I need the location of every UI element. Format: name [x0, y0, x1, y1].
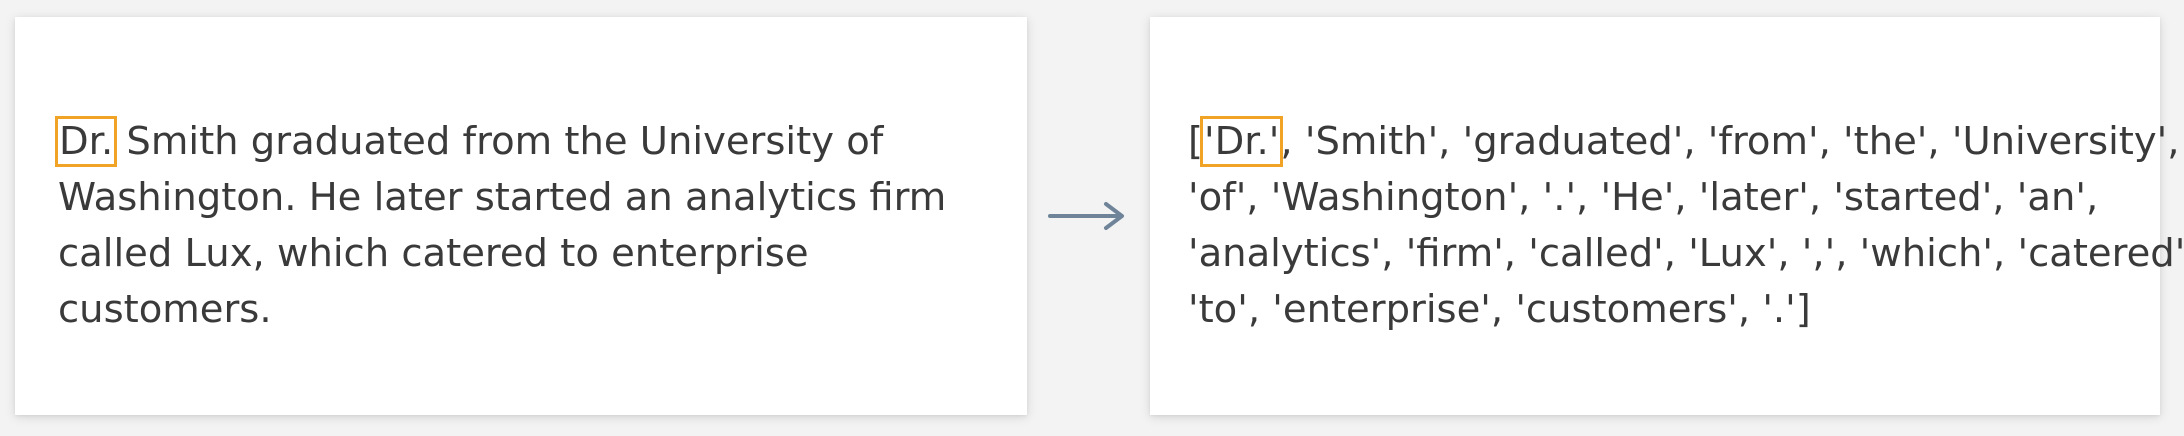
input-sentence-text: Dr. Smith graduated from the University … — [54, 114, 946, 338]
highlighted-token-dr-quoted: 'Dr.' — [1200, 116, 1284, 167]
output-line-3: 'analytics', 'firm', 'called', 'Lux', ',… — [1188, 226, 2184, 282]
input-line-3-text: called Lux, which catered to enterprise — [58, 231, 809, 276]
input-line-1: Dr. Smith graduated from the University … — [54, 114, 946, 170]
output-line-2: 'of', 'Washington', '.', 'He', 'later', … — [1188, 170, 2184, 226]
token-list-card: ['Dr.', 'Smith', 'graduated', 'from', 't… — [1150, 17, 2184, 415]
output-line-1-after: , 'Smith', 'graduated', 'from', 'the', '… — [1280, 119, 2180, 164]
input-line-1-after: Smith graduated from the University of — [114, 119, 884, 164]
input-line-2-text: Washington. He later started an analytic… — [58, 175, 947, 220]
input-line-3: called Lux, which catered to enterprise — [58, 226, 946, 282]
input-line-4: customers. — [58, 282, 946, 338]
output-line-1-before: [ — [1188, 119, 1204, 164]
input-sentence-card: Dr. Smith graduated from the University … — [15, 17, 1027, 415]
input-line-4-text: customers. — [58, 287, 272, 332]
output-line-3-text: 'analytics', 'firm', 'called', 'Lux', ',… — [1188, 231, 2184, 276]
output-line-1: ['Dr.', 'Smith', 'graduated', 'from', 't… — [1188, 114, 2184, 170]
token-list-text: ['Dr.', 'Smith', 'graduated', 'from', 't… — [1188, 114, 2184, 338]
output-line-2-text: 'of', 'Washington', '.', 'He', 'later', … — [1188, 175, 2099, 220]
highlighted-token-dr: Dr. — [54, 116, 118, 167]
output-line-4: 'to', 'enterprise', 'customers', '.'] — [1188, 282, 2184, 338]
input-line-2: Washington. He later started an analytic… — [58, 170, 946, 226]
right-arrow-icon — [1048, 202, 1124, 230]
output-line-4-text: 'to', 'enterprise', 'customers', '.'] — [1188, 287, 1811, 332]
